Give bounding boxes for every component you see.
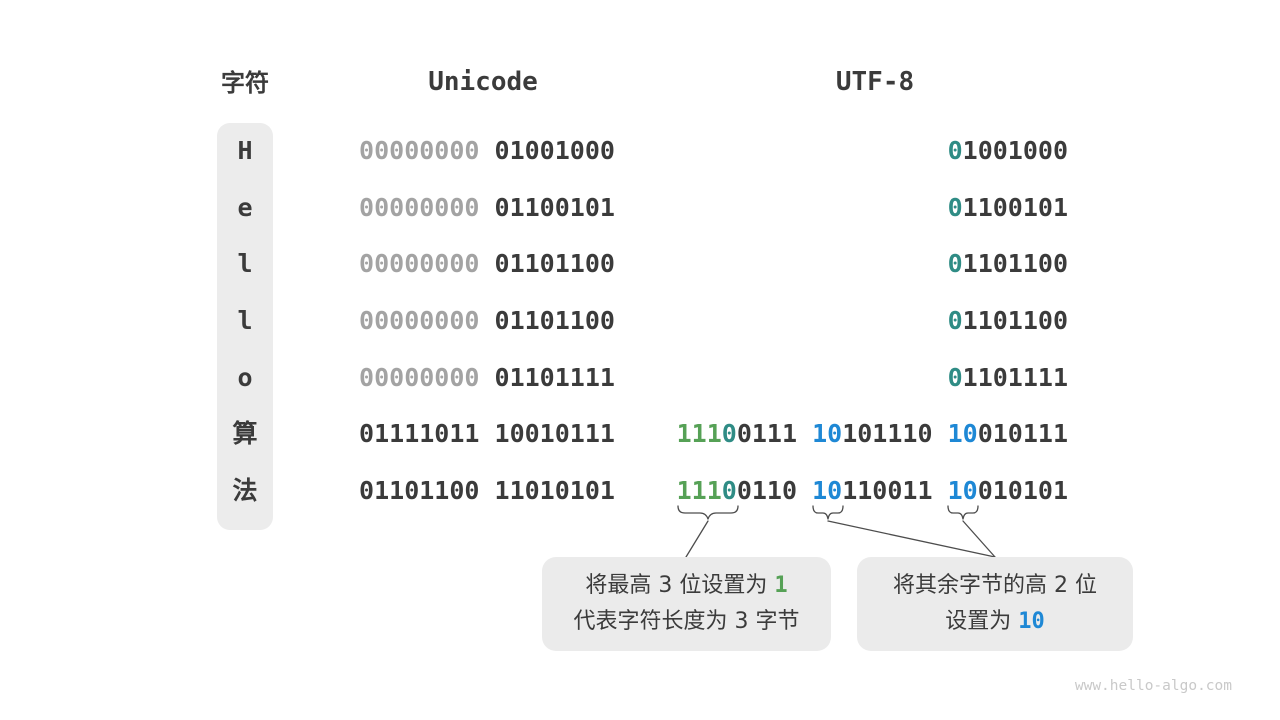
character-cell: o	[237, 362, 253, 392]
callout-leading-line1: 将最高 3 位设置为 1	[585, 568, 787, 604]
bit-segment-teal: 0	[947, 192, 963, 222]
bit-segment-blue: 10	[812, 419, 843, 449]
utf8-binary-cell: 01001000	[948, 135, 1068, 167]
underbrace-continuation-bits-2	[812, 505, 844, 520]
character-cell: e	[237, 192, 253, 222]
bit-segment-dark: 10010111	[494, 419, 615, 449]
callout-continuation-line2: 设置为 10	[945, 604, 1045, 640]
watermark: www.hello-algo.com	[1074, 678, 1232, 694]
utf8-binary-cell: 01101111	[948, 362, 1068, 394]
bit-segment-dark: 01101100	[494, 306, 615, 335]
bit-segment-blue: 10	[812, 476, 843, 505]
bit-segment-gray: 00000000	[359, 192, 480, 222]
unicode-binary-cell: 00000000 01101100	[346, 305, 628, 337]
callout-continuation-line2-text: 设置为	[945, 609, 1019, 634]
bit-segment-teal: 0	[721, 476, 737, 505]
highlight-bits-10: 10	[1018, 609, 1045, 634]
bit-segment-dark: 01101100	[359, 476, 480, 505]
bit-segment-dark: 1101100	[962, 306, 1068, 335]
callout-leading-line1-text: 将最高 3 位设置为	[585, 573, 775, 598]
bit-segment-gray: 00000000	[359, 306, 480, 335]
bit-segment-blue: 10	[947, 419, 978, 449]
callout-leading-line2: 代表字符长度为 3 字节	[573, 609, 800, 634]
character-cell: l	[237, 306, 253, 335]
highlight-bit-1: 1	[774, 573, 788, 598]
character-cell: l	[237, 249, 253, 279]
utf8-binary-cell: 01101100	[948, 248, 1068, 280]
bit-segment-gray: 00000000	[359, 136, 480, 165]
bit-segment-teal: 0	[947, 306, 963, 335]
bit-segment-dark: 01101111	[494, 362, 615, 392]
bit-segment-dark: 01100101	[494, 192, 615, 222]
bit-segment-dark: 101110	[842, 419, 933, 449]
bit-segment-dark: 0110	[736, 476, 798, 505]
unicode-binary-cell: 00000000 01101100	[346, 248, 628, 280]
utf8-binary-cell: 01100101	[948, 192, 1068, 224]
connector-line-continuation-2	[827, 520, 996, 558]
bit-segment-teal: 0	[947, 249, 963, 279]
bit-segment-blue: 10	[947, 476, 978, 505]
bit-segment-dark: 110011	[842, 476, 933, 505]
bit-segment-gray: 00000000	[359, 362, 480, 392]
bit-segment-dark: 1101111	[962, 362, 1068, 392]
utf8-binary-cell: 01101100	[948, 305, 1068, 337]
connector-line-continuation-3	[962, 520, 996, 558]
column-header-utf8: UTF-8	[835, 67, 915, 97]
unicode-binary-cell: 00000000 01001000	[346, 135, 628, 167]
callout-leading-byte-rule: 将最高 3 位设置为 1 代表字符长度为 3 字节	[542, 557, 831, 651]
bit-segment-gray: 00000000	[359, 249, 480, 279]
bit-segment-dark: 1101100	[962, 249, 1068, 279]
unicode-binary-cell: 01111011 10010111	[346, 418, 628, 450]
bit-segment-green: 111	[676, 419, 722, 449]
unicode-binary-cell: 00000000 01100101	[346, 192, 628, 224]
utf8-binary-cell: 11100110 10110011 10010101	[677, 475, 1068, 507]
bit-segment-green: 111	[676, 476, 722, 505]
character-cell: 法	[232, 476, 258, 505]
bit-segment-teal: 0	[947, 362, 963, 392]
bit-segment-teal: 0	[721, 419, 737, 449]
unicode-binary-cell: 00000000 01101111	[346, 362, 628, 394]
callout-continuation-byte-rule: 将其余字节的高 2 位 设置为 10	[857, 557, 1133, 651]
bit-segment-dark: 010111	[977, 419, 1068, 449]
bit-segment-dark: 0111	[736, 419, 798, 449]
bit-segment-dark: 1001000	[962, 136, 1068, 165]
bit-segment-dark: 11010101	[494, 476, 615, 505]
character-cell: 算	[232, 419, 258, 449]
underbrace-leading-bits	[677, 505, 739, 520]
bit-segment-dark: 1100101	[962, 192, 1068, 222]
character-column-background	[217, 123, 273, 530]
bit-segment-dark: 010101	[977, 476, 1068, 505]
utf8-binary-cell: 11100111 10101110 10010111	[677, 418, 1068, 450]
unicode-binary-cell: 01101100 11010101	[346, 475, 628, 507]
column-header-unicode: Unicode	[428, 67, 538, 97]
bit-segment-dark: 01001000	[494, 136, 615, 165]
underbrace-continuation-bits-3	[947, 505, 979, 520]
connector-line-leading	[685, 520, 709, 558]
callout-continuation-line1: 将其余字节的高 2 位	[893, 573, 1097, 598]
bit-segment-dark: 01111011	[359, 419, 480, 449]
character-cell: H	[237, 136, 253, 165]
bit-segment-teal: 0	[947, 136, 963, 165]
column-header-char: 字符	[221, 69, 269, 97]
bit-segment-dark: 01101100	[494, 249, 615, 279]
